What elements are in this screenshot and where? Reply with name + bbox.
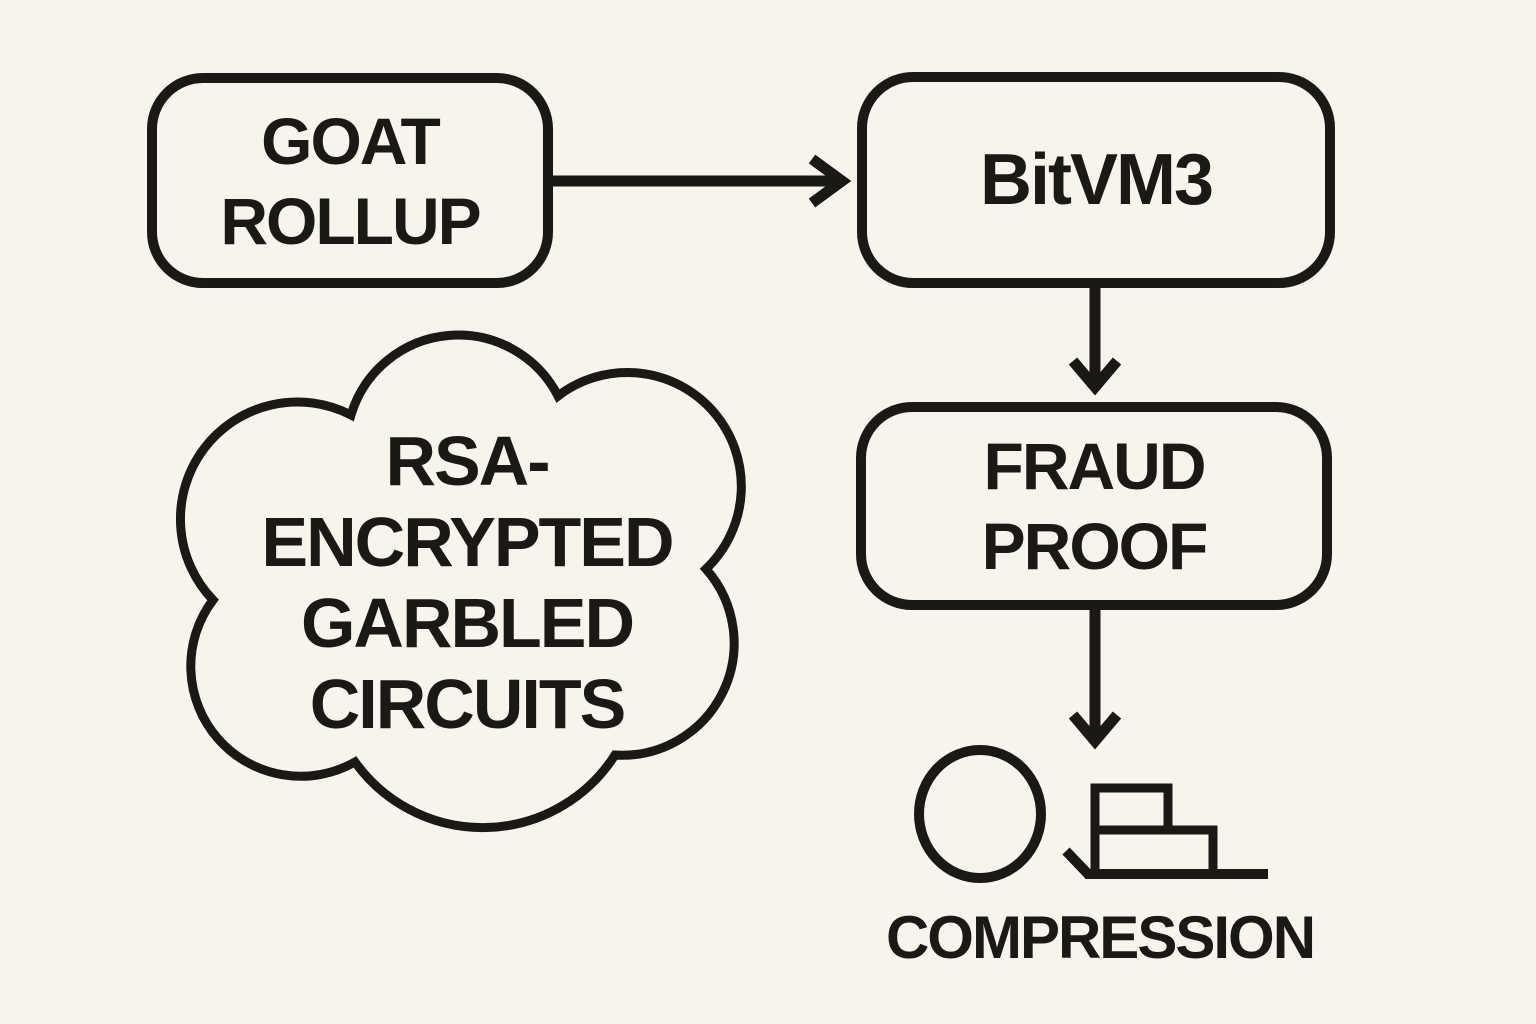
node-fraud-proof: FRAUD PROOF <box>856 402 1332 610</box>
node-label-line: ROLLUP <box>220 183 481 258</box>
block-top <box>1090 783 1173 835</box>
node-label-line: BitVM3 <box>979 140 1214 220</box>
cloud-label-line: ENCRYPTED <box>261 503 674 581</box>
arrow-fraud-proof-to-compression <box>1068 610 1122 750</box>
cloud-shape <box>175 330 746 833</box>
cloud-label-line: RSA- <box>385 422 550 500</box>
arrow-goat-to-bitvm3 <box>553 154 852 208</box>
node-label-line: GOAT <box>261 103 441 178</box>
cloud-label-line: GARBLED <box>300 584 635 662</box>
arrow-head <box>1068 711 1122 750</box>
node-label-line: PROOF <box>981 509 1209 583</box>
arrow-head <box>808 154 852 208</box>
arrow-bitvm3-to-fraud-proof <box>1068 288 1122 396</box>
cloud-label: RSA- ENCRYPTED GARBLED CIRCUITS <box>167 421 767 745</box>
node-bitvm3: BitVM3 <box>857 72 1335 288</box>
block-bottom <box>1090 825 1218 879</box>
compression-caption: COMPRESSION <box>885 904 1316 971</box>
baseline-tail <box>1062 847 1093 879</box>
stacked-blocks-icon <box>1062 783 1268 879</box>
node-goat-rollup: GOAT ROLLUP <box>147 73 553 288</box>
arrow-head <box>1068 357 1122 396</box>
cloud-label-line: CIRCUITS <box>309 665 627 743</box>
node-label-line: FRAUD <box>983 429 1207 503</box>
circle-icon <box>914 745 1046 883</box>
